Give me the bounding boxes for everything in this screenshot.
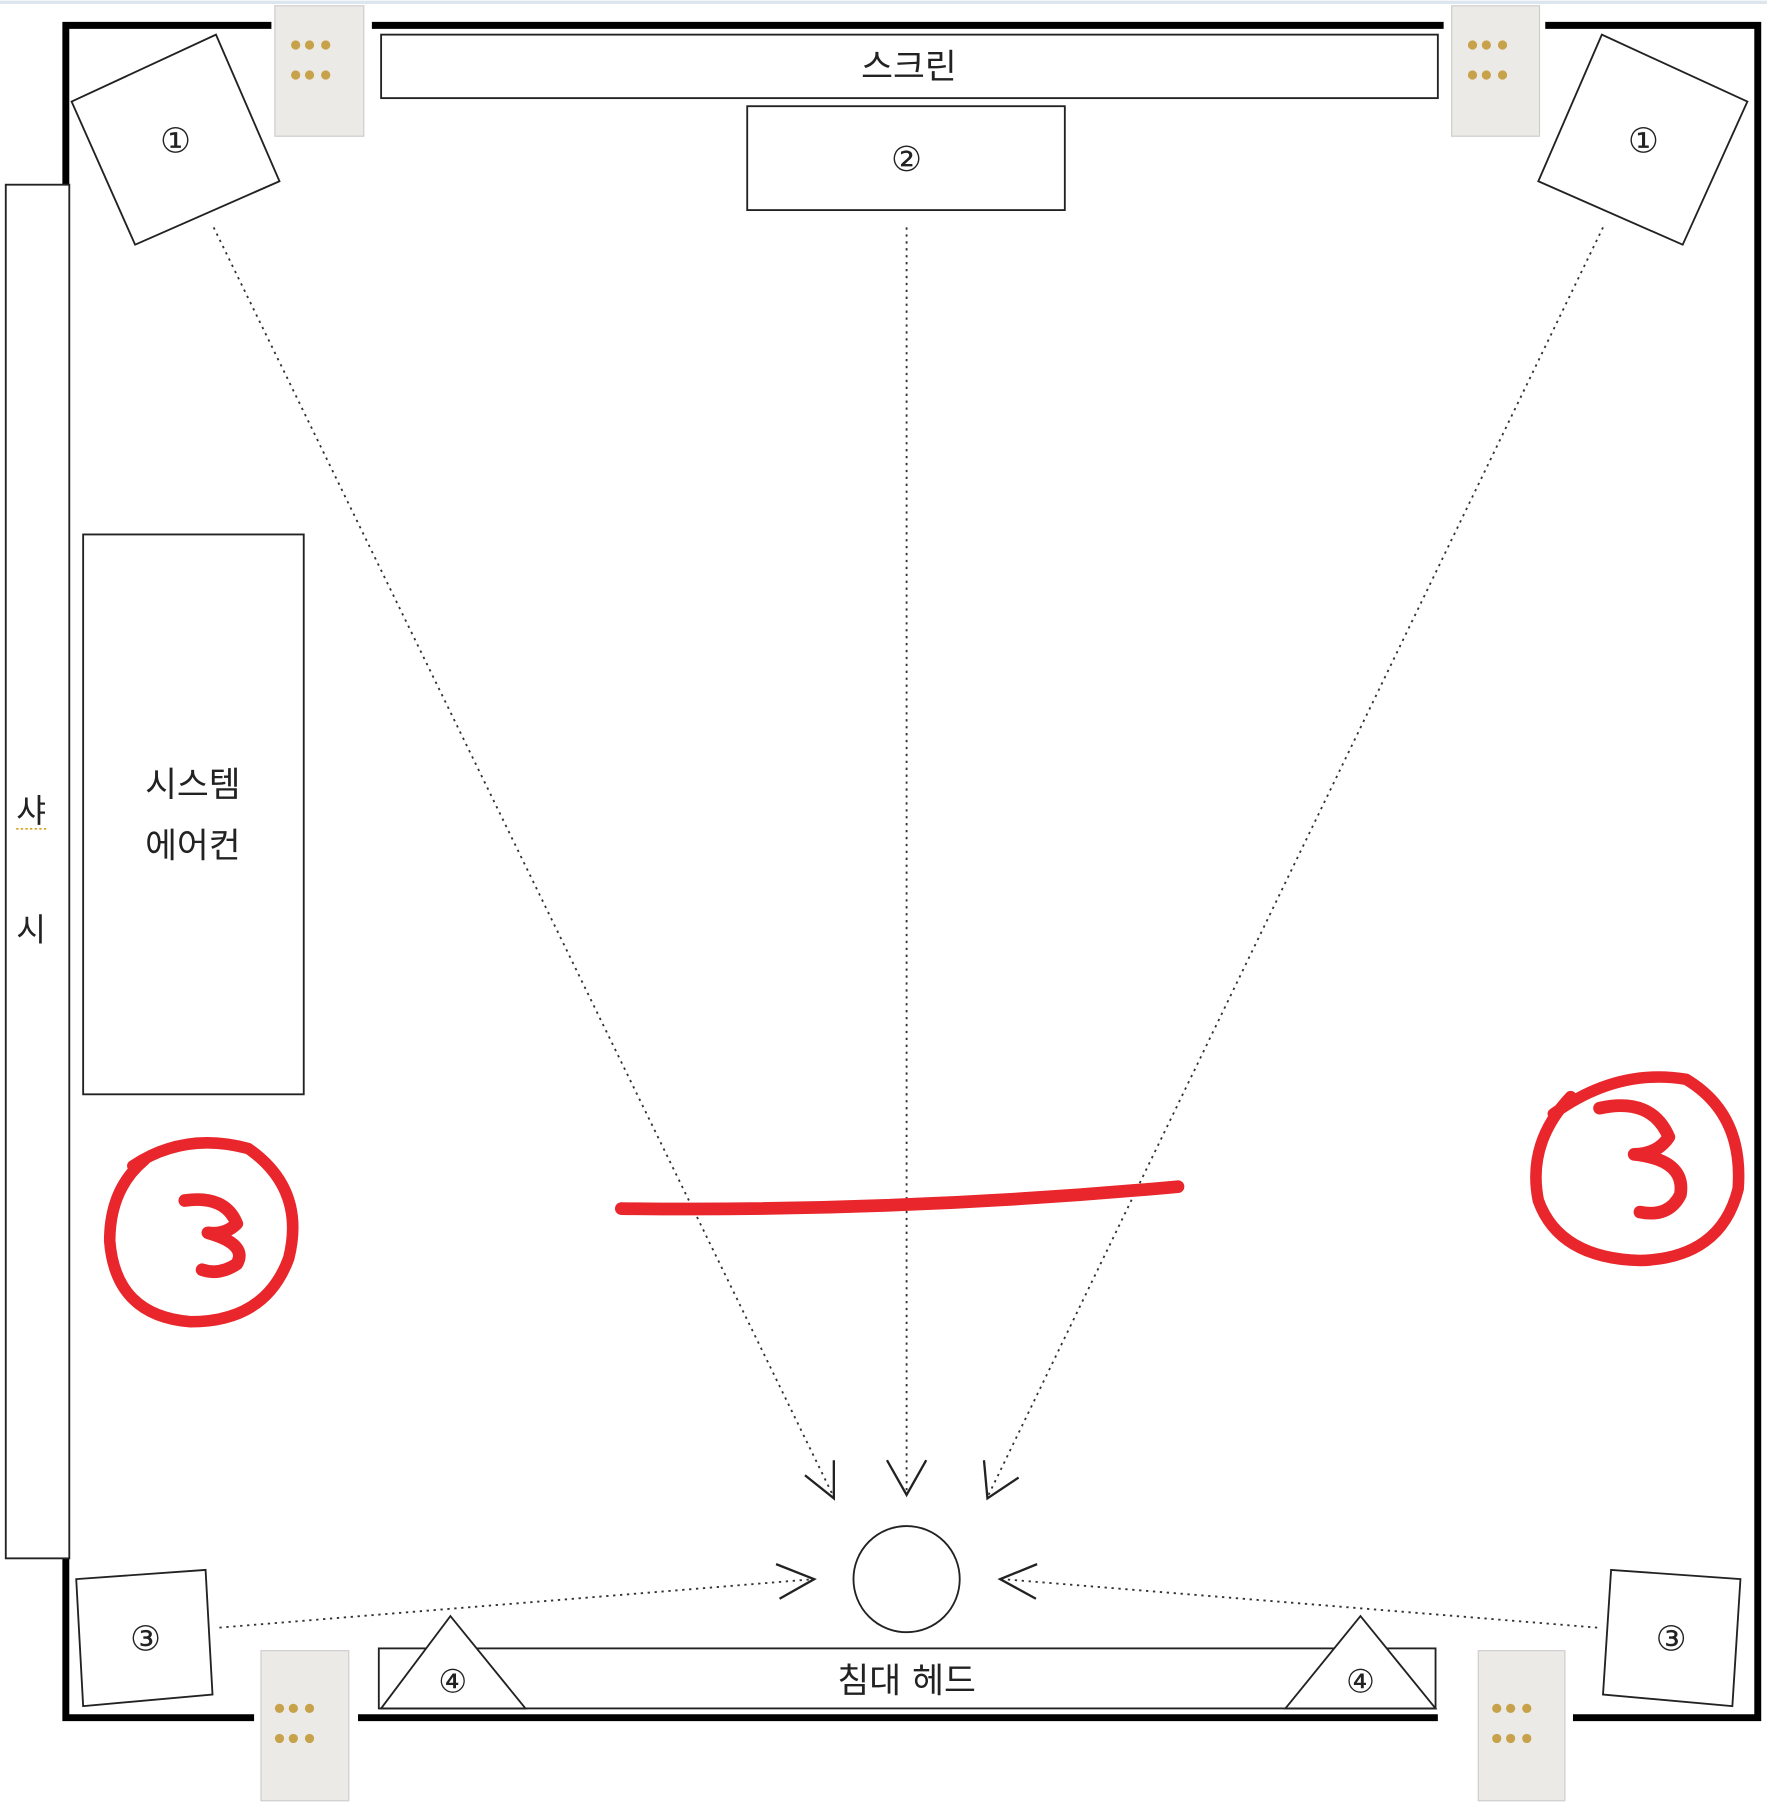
wall-plate-icon	[1451, 5, 1541, 137]
window	[4, 183, 71, 1560]
bed-head	[377, 1647, 1437, 1710]
window-label-1: 샤	[16, 792, 46, 830]
bed-right-speaker	[1283, 1614, 1438, 1710]
rear-right-speaker	[1602, 1568, 1742, 1708]
system-air-conditioner	[82, 533, 305, 1096]
wall-plate-icon	[260, 1650, 350, 1802]
arrowheads	[775, 1459, 1038, 1600]
ac-label-1: 시스템	[145, 765, 241, 805]
center-speaker-label: ②	[891, 140, 922, 180]
sound-paths	[212, 226, 1604, 1629]
front-right-speaker	[1537, 33, 1749, 246]
rear-left-label: ③	[130, 1620, 161, 1660]
bed-head-label: 침대 헤드	[837, 1661, 975, 1701]
wall-plates	[260, 5, 1566, 1802]
window-label-2: 시	[16, 911, 46, 949]
screen-label: 스크린	[861, 48, 957, 88]
bed-left-speaker	[379, 1614, 528, 1710]
bed-left-label: ④	[438, 1662, 467, 1700]
rear-right-label: ③	[1656, 1620, 1687, 1660]
front-left-label: ①	[160, 121, 191, 161]
wall-plate-icon	[274, 5, 365, 137]
bed-right-label: ④	[1346, 1662, 1375, 1700]
ac-label-2: 에어컨	[145, 827, 241, 867]
wall-plate-icon	[1477, 1650, 1566, 1802]
handwritten-circled-3-right	[1530, 1071, 1745, 1267]
room-walls	[62, 21, 1762, 1722]
handwritten-circled-3-left	[103, 1137, 299, 1328]
front-right-label: ①	[1628, 121, 1659, 161]
center-speaker	[746, 105, 1066, 212]
rear-left-speaker	[75, 1568, 214, 1708]
red-line-annotation	[614, 1180, 1185, 1216]
front-left-speaker	[70, 33, 281, 246]
screen	[380, 33, 1439, 100]
listening-position	[852, 1525, 961, 1634]
